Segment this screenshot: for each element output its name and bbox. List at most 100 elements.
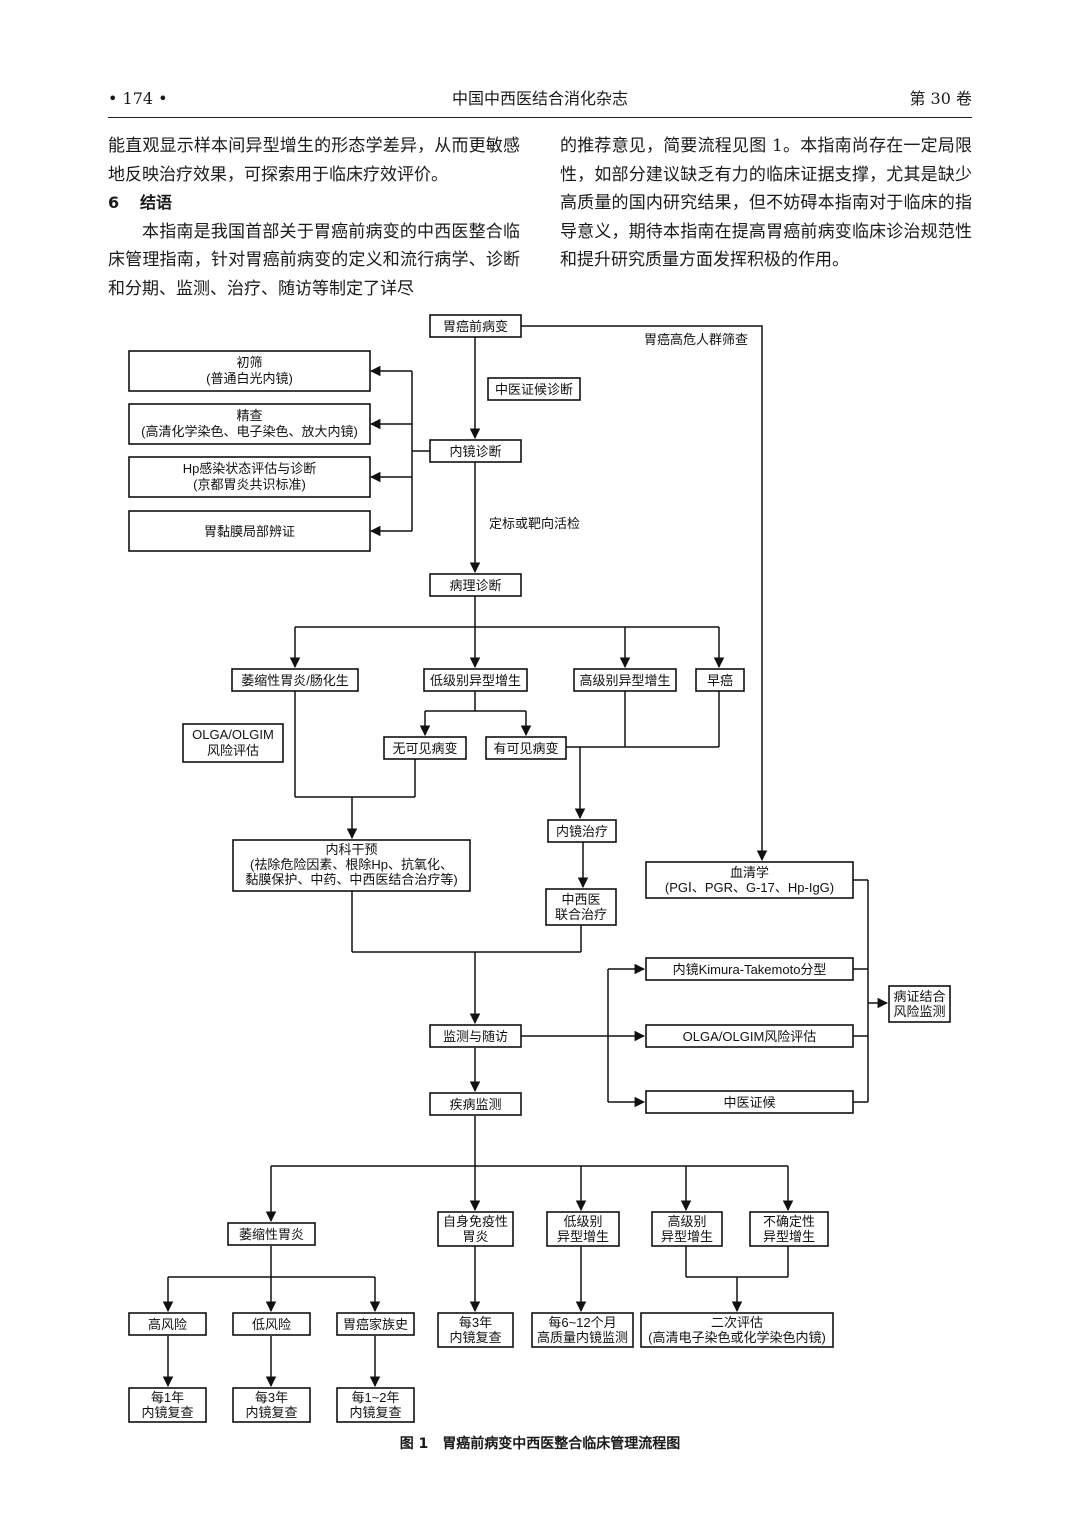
node-family-history: 胃癌家族史 xyxy=(336,1312,415,1336)
node-label: 自身免疫性 xyxy=(443,1214,508,1229)
node-label: 有可见病变 xyxy=(493,741,558,756)
page-number: • 174 • xyxy=(108,89,168,108)
node-endoscopic-diagnosis: 内镜诊断 xyxy=(429,439,522,463)
node-no-visible-lesion: 无可见病变 xyxy=(383,736,467,760)
node-label: 高级别 xyxy=(667,1214,706,1229)
node-label: 胃癌前病变 xyxy=(443,319,508,334)
node-label: 中医证候 xyxy=(723,1095,775,1110)
node-olga-olgim-risk: OLGA/OLGIM 风险评估 xyxy=(182,723,284,763)
paragraph: 本指南是我国首部关于胃癌前病变的中西医整合临床管理指南，针对胃癌前病变的定义和流… xyxy=(108,221,520,299)
node-tcm-diagnosis: 中医证候诊断 xyxy=(487,377,581,401)
node-label: 胃黏膜局部辨证 xyxy=(204,524,295,539)
node-label: (高清电子染色或化学染色内镜) xyxy=(648,1330,826,1345)
node-serology: 血清学 (PGⅠ、PGR、G-17、Hp-IgG) xyxy=(645,861,854,899)
node-every-1-2-years: 每1~2年 内镜复查 xyxy=(336,1387,415,1423)
volume-number: 第 30 卷 xyxy=(909,89,972,108)
node-label: 内镜Kimura-Takemoto分型 xyxy=(673,962,827,977)
node-label: 内科干预 xyxy=(325,842,377,857)
node-label: 低级别 xyxy=(563,1214,602,1229)
node-mucosa-differentiation: 胃黏膜局部辨证 xyxy=(128,510,371,552)
node-kimura-takemoto: 内镜Kimura-Takemoto分型 xyxy=(645,957,854,981)
node-every-3-years-a: 每3年 内镜复查 xyxy=(437,1312,514,1348)
node-label: (祛除危险因素、根除Hp、抗氧化、 xyxy=(250,857,453,872)
node-label: 疾病监测 xyxy=(449,1097,501,1112)
header-rule xyxy=(108,117,972,118)
node-hp-assessment: Hp感染状态评估与诊断 (京都胃炎共识标准) xyxy=(128,456,371,498)
text-column-left: 能直观显示样本间异型增生的形态学差异，从而更敏感地反映治疗效果，可探索用于临床疗… xyxy=(108,132,520,303)
node-visible-lesion: 有可见病变 xyxy=(485,736,567,760)
node-label: 每1年 xyxy=(151,1390,184,1405)
running-header: 中国中西医结合消化杂志 • 174 • 第 30 卷 xyxy=(108,88,972,114)
section-number: 6 xyxy=(108,193,120,212)
node-label: 二次评估 xyxy=(711,1315,763,1330)
node-every-1-year: 每1年 内镜复查 xyxy=(128,1387,207,1423)
node-label: 内镜治疗 xyxy=(556,824,608,839)
node-label: 胃癌家族史 xyxy=(343,1317,408,1332)
node-label: 内镜复查 xyxy=(449,1330,501,1345)
node-label: 无可见病变 xyxy=(392,741,457,756)
node-label: 病证结合 xyxy=(893,989,945,1004)
node-low-grade-dysplasia: 低级别 异型增生 xyxy=(546,1211,620,1247)
edge-label-biopsy: 定标或靶向活检 xyxy=(489,516,580,531)
journal-title: 中国中西医结合消化杂志 xyxy=(451,89,628,108)
node-label: 低风险 xyxy=(252,1317,291,1332)
node-second-assessment: 二次评估 (高清电子染色或化学染色内镜) xyxy=(640,1312,834,1348)
node-initial-screening: 初筛 (普通白光内镜) xyxy=(128,350,371,392)
node-label: 内镜复查 xyxy=(245,1405,297,1420)
node-label: 高质量内镜监测 xyxy=(537,1330,628,1345)
connectors xyxy=(162,325,889,1388)
node-label: 胃炎 xyxy=(462,1229,488,1244)
node-label: 精查 xyxy=(236,408,262,423)
node-label: 风险评估 xyxy=(207,743,259,758)
node-label: 中医证候诊断 xyxy=(495,382,573,397)
node-label: OLGA/OLGIM风险评估 xyxy=(683,1029,817,1044)
node-label: 每3年 xyxy=(459,1315,492,1330)
node-label: 初筛 xyxy=(236,355,262,370)
text-column-right: 的推荐意见，简要流程见图 1。本指南尚存在一定局限性，如部分建议缺乏有力的临床证… xyxy=(560,132,972,275)
node-label: 血清学 xyxy=(730,865,769,880)
node-medical-intervention: 内科干预 (祛除危险因素、根除Hp、抗氧化、 黏膜保护、中药、中西医结合治疗等) xyxy=(232,839,471,892)
node-label: (PGⅠ、PGR、G-17、Hp-IgG) xyxy=(665,880,834,895)
node-label: (京都胃炎共识标准) xyxy=(193,477,306,492)
node-label: 不确定性 xyxy=(763,1214,815,1229)
paragraph: 的推荐意见，简要流程见图 1。本指南尚存在一定局限性，如部分建议缺乏有力的临床证… xyxy=(560,136,972,270)
figure-caption: 图 1 胃癌前病变中西医整合临床管理流程图 xyxy=(0,1433,1080,1453)
node-label: 每1~2年 xyxy=(351,1390,399,1405)
figure-label: 图 1 xyxy=(399,1436,429,1452)
node-high-risk: 高风险 xyxy=(128,1312,207,1336)
figure-title: 胃癌前病变中西医整合临床管理流程图 xyxy=(442,1436,681,1452)
node-label: 早癌 xyxy=(707,673,733,688)
node-label: (高清化学染色、电子染色、放大内镜) xyxy=(141,424,358,439)
node-label: 内镜复查 xyxy=(141,1405,193,1420)
section-title: 结语 xyxy=(140,193,173,212)
node-label: 病理诊断 xyxy=(449,578,501,593)
node-label: 监测与随访 xyxy=(443,1029,508,1044)
node-label: 风险监测 xyxy=(893,1004,945,1019)
node-hgin: 高级别异型增生 xyxy=(573,668,677,692)
node-label: 高风险 xyxy=(148,1317,187,1332)
node-label: 低级别异型增生 xyxy=(430,673,521,688)
node-autoimmune-gastritis: 自身免疫性 胃炎 xyxy=(437,1211,514,1247)
node-lgin: 低级别异型增生 xyxy=(423,668,528,692)
node-combined-risk-monitoring: 病证结合 风险监测 xyxy=(888,985,951,1023)
node-atrophic-gastritis: 萎缩性胃炎 xyxy=(227,1222,316,1246)
node-olga-olgim-assessment: OLGA/OLGIM风险评估 xyxy=(645,1024,854,1048)
node-label: 异型增生 xyxy=(557,1229,609,1244)
node-tcm-syndrome: 中医证候 xyxy=(645,1090,854,1114)
node-indefinite-dysplasia: 不确定性 异型增生 xyxy=(749,1211,829,1247)
node-atrophy-metaplasia: 萎缩性胃炎/肠化生 xyxy=(231,668,359,692)
node-label: 每6~12个月 xyxy=(548,1315,616,1330)
node-every-3-years-b: 每3年 内镜复查 xyxy=(232,1387,311,1423)
node-label: 每3年 xyxy=(255,1390,288,1405)
node-disease-monitoring: 疾病监测 xyxy=(429,1092,522,1116)
node-every-6-12-months: 每6~12个月 高质量内镜监测 xyxy=(531,1312,634,1348)
node-fine-examination: 精查 (高清化学染色、电子染色、放大内镜) xyxy=(128,403,371,445)
node-follow-up: 监测与随访 xyxy=(429,1024,522,1048)
paragraph: 能直观显示样本间异型增生的形态学差异，从而更敏感地反映治疗效果，可探索用于临床疗… xyxy=(108,136,520,185)
node-tcm-wm-therapy: 中西医 联合治疗 xyxy=(545,888,617,926)
node-early-cancer: 早癌 xyxy=(695,668,745,692)
node-pathological-diagnosis: 病理诊断 xyxy=(429,573,522,597)
node-label: 联合治疗 xyxy=(555,907,607,922)
section-heading: 6 结语 xyxy=(108,189,520,218)
